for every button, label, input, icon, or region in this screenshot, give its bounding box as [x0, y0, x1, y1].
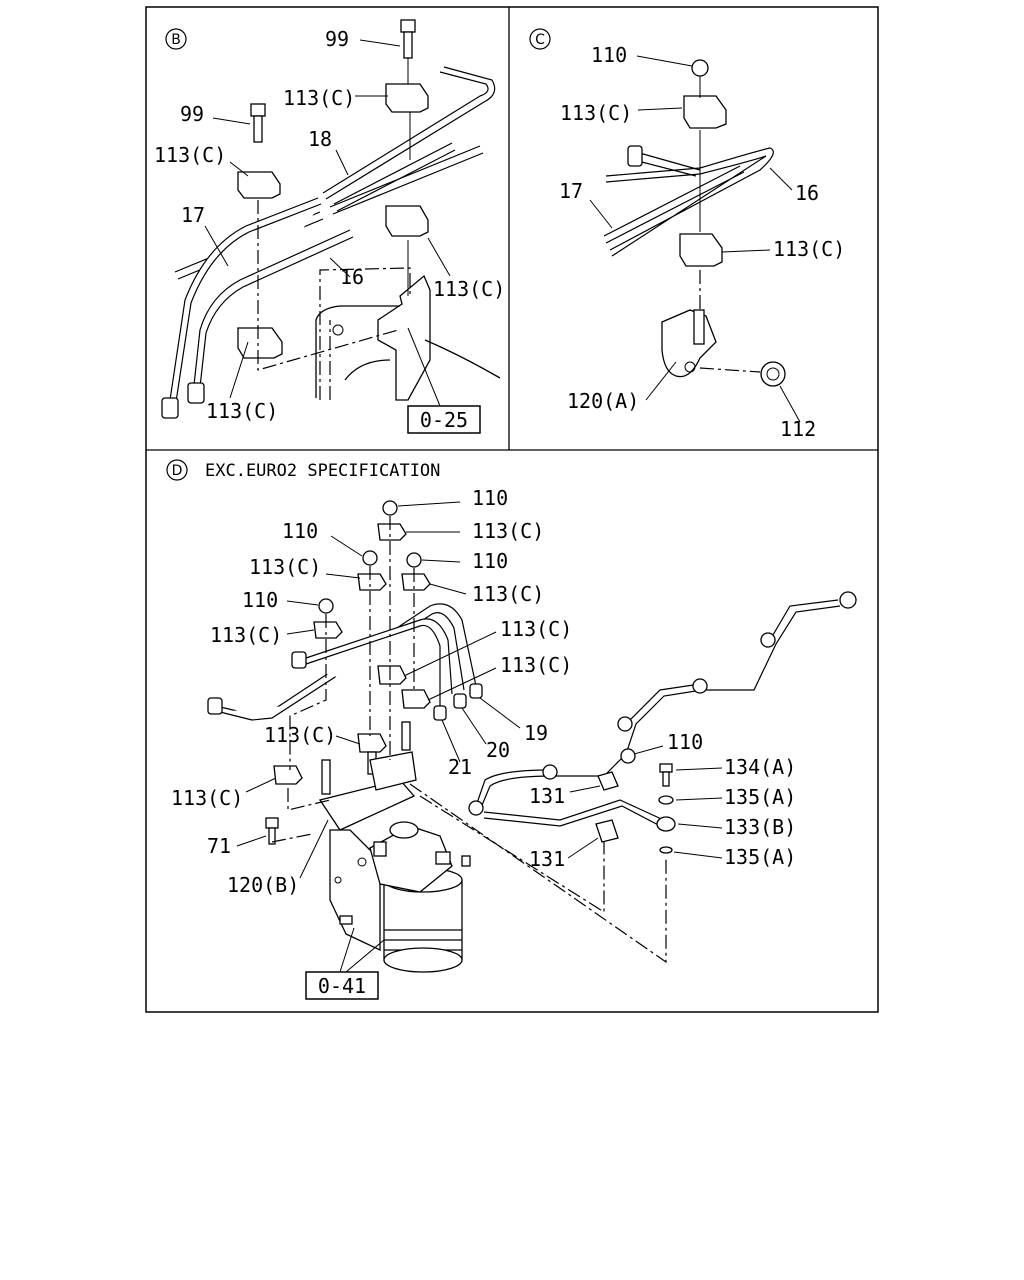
diagram-frames [145, 6, 879, 1013]
label-d-113c-d: 113(C) [210, 623, 282, 647]
panel-b: B [154, 19, 505, 434]
panel-b-leaders [204, 39, 451, 407]
label-c-17: 17 [559, 179, 583, 203]
label-b-113c-left: 113(C) [154, 143, 226, 167]
label-d-110-a: 110 [472, 486, 508, 510]
panel-b-clips [237, 83, 429, 359]
panel-d-clips [273, 500, 676, 854]
svg-text:C: C [535, 32, 545, 48]
ref-d: 0-41 [318, 974, 366, 998]
label-d-21: 21 [448, 755, 472, 779]
label-d-131-top: 131 [529, 784, 565, 808]
ref-box-b [407, 405, 481, 434]
panel-b-bolts [250, 19, 416, 143]
label-c-113c-top: 113(C) [560, 101, 632, 125]
label-d-120b: 120(B) [227, 873, 299, 897]
label-d-19: 19 [524, 721, 548, 745]
label-d-20: 20 [486, 738, 510, 762]
label-d-113c-c: 113(C) [472, 582, 544, 606]
label-b-99-left: 99 [180, 102, 204, 126]
label-d-113c-h: 113(C) [171, 786, 243, 810]
svg-text:B: B [171, 32, 181, 48]
label-d-135a-bottom: 135(A) [724, 845, 796, 869]
label-d-113c-e: 113(C) [500, 617, 572, 641]
ref-box-d [305, 971, 379, 1000]
label-b-17: 17 [181, 203, 205, 227]
label-d-131-bottom: 131 [529, 847, 565, 871]
label-d-71: 71 [207, 834, 231, 858]
svg-text:D: D [172, 463, 183, 479]
label-d-113c-f: 113(C) [500, 653, 572, 677]
label-c-16: 16 [795, 181, 819, 205]
panel-d-return-pipe [468, 591, 857, 829]
panel-c-marker: C [529, 28, 551, 50]
panel-b-bracket [257, 200, 501, 401]
panel-d: D EXC.EURO2 SPECIFICATION [166, 459, 857, 1000]
panel-b-labels: 99 113(C) 99 18 113(C) 17 16 113(C) 113(… [154, 27, 505, 434]
label-d-110-e: 110 [667, 730, 703, 754]
panel-d-filter-assembly [318, 751, 471, 973]
label-c-120a: 120(A) [567, 389, 639, 413]
ref-b: 0-25 [420, 408, 468, 432]
label-b-113c-right: 113(C) [433, 277, 505, 301]
panel-c-parts [661, 59, 786, 387]
panel-d-leaders [236, 501, 723, 973]
panel-d-title: EXC.EURO2 SPECIFICATION [205, 461, 440, 481]
panel-c-labels: 110 113(C) 16 17 113(C) 120(A) 112 [559, 43, 845, 441]
label-c-113c-bottom: 113(C) [773, 237, 845, 261]
panel-c-leaders [589, 55, 801, 423]
label-d-113c-a: 113(C) [472, 519, 544, 543]
panel-b-marker: B [165, 28, 187, 50]
panel-d-assembly-lines [271, 516, 667, 964]
label-d-113c-g: 113(C) [264, 723, 336, 747]
label-d-110-c: 110 [472, 549, 508, 573]
label-b-16: 16 [340, 265, 364, 289]
label-d-113c-b: 113(C) [249, 555, 321, 579]
panel-d-marker: D [166, 459, 188, 481]
label-b-113c-top: 113(C) [283, 86, 355, 110]
label-b-99-top: 99 [325, 27, 349, 51]
label-d-110-b: 110 [282, 519, 318, 543]
panel-c: C [529, 28, 845, 441]
panel-c-pipes [603, 145, 774, 257]
panel-d-pipe-bundle [207, 603, 483, 721]
panel-b-pipes [161, 66, 496, 419]
panel-d-labels: 110 113(C) 110 110 113(C) 113(C) 110 113… [171, 486, 796, 1000]
label-c-110: 110 [591, 43, 627, 67]
label-c-112: 112 [780, 417, 816, 441]
label-d-134a: 134(A) [724, 755, 796, 779]
label-d-110-d: 110 [242, 588, 278, 612]
label-b-113c-bottom: 113(C) [206, 399, 278, 423]
label-d-135a-top: 135(A) [724, 785, 796, 809]
label-d-133b: 133(B) [724, 815, 796, 839]
label-b-18: 18 [308, 127, 332, 151]
